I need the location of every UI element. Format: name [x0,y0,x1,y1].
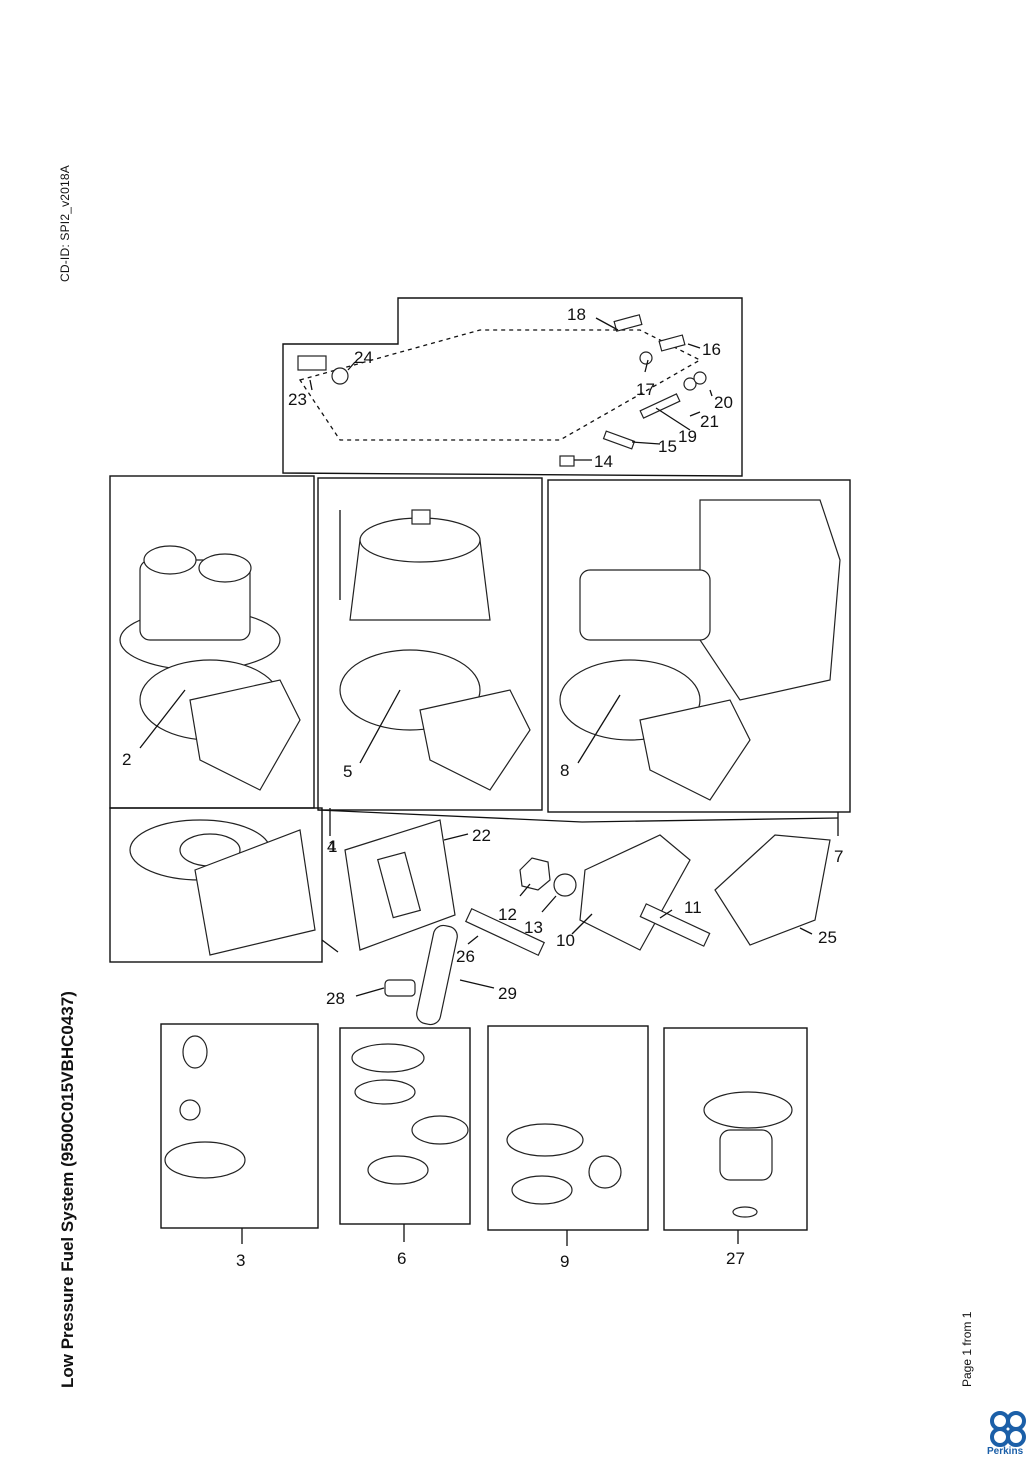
callout-7: 7 [834,847,843,866]
callout-3: 3 [236,1251,245,1270]
kit-frame-3 [160,1023,319,1229]
kit-frame-6 [339,1027,471,1225]
callout-16: 16 [702,340,721,359]
callout-19: 19 [678,427,697,446]
callout-2: 2 [122,750,131,769]
callout-1: 1 [328,837,337,856]
callout-18: 18 [567,305,586,324]
callout-23: 23 [288,390,307,409]
callout-27: 27 [726,1249,745,1268]
mounting-bracket-panel [282,297,743,477]
callout-15: 15 [658,437,677,456]
callout-20: 20 [714,393,733,412]
callout-8: 8 [560,761,569,780]
callout-21: 21 [700,412,719,431]
callout-29: 29 [498,984,517,1003]
callout-10: 10 [556,931,575,950]
callout-25: 25 [818,928,837,947]
brand-name: Perkins [987,1446,1024,1457]
callout-13: 13 [524,918,543,937]
loose-parts [344,819,831,1026]
pump-base-frame [109,807,323,963]
callout-6: 6 [397,1249,406,1268]
fuel-pump-left-frame [109,475,315,809]
callout-14: 14 [594,452,613,471]
callout-5: 5 [343,762,352,781]
callout-26: 26 [456,947,475,966]
callout-4: 4 [327,837,336,856]
kit-frame-27 [663,1027,808,1231]
kit-frame-9 [487,1025,649,1231]
callout-11: 11 [684,898,702,917]
fuel-pump-right-frame [547,479,851,813]
callout-17: 17 [636,380,655,399]
callout-24: 24 [354,348,373,367]
callout-9: 9 [560,1252,569,1271]
fuel-pump-center-frame [317,477,543,811]
callout-28: 28 [326,989,345,1008]
perkins-logo-icon [990,1411,1026,1447]
callout-22: 22 [472,826,491,845]
kit-parts [164,1035,793,1218]
callout-12: 12 [498,905,517,924]
